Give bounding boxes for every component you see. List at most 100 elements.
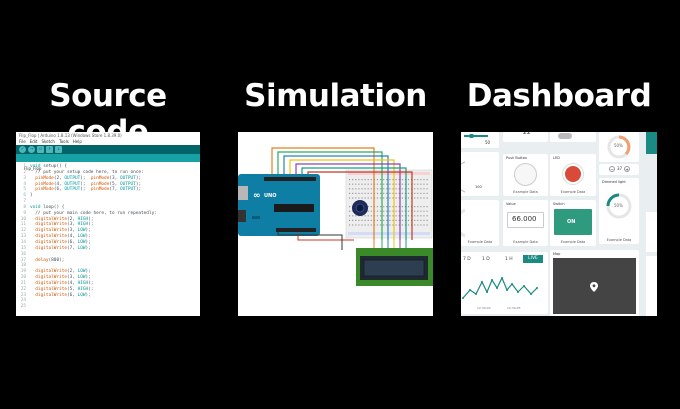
arduino-ide-screenshot: Flip_Flop | Arduino 1.8.13 (Windows Stor… [16,132,200,316]
potentiometer[interactable] [352,200,368,216]
chart-tick-1: 12:30:00 [477,306,491,310]
code-text: digitalWrite(6, LOW); [35,292,91,298]
line-number: 7 [23,199,26,205]
tab-flip-flop[interactable]: Flip_Flop [19,165,47,172]
code-text: delay(800); [35,257,65,263]
menu-sketch[interactable]: Sketch [41,139,55,144]
open-icon[interactable]: ↑ [46,146,53,153]
push-button-card: Push Button Example Data [503,154,548,196]
line-number: 22 [20,286,26,292]
dimmed-light-label: Dimmed light [602,180,626,184]
code-line: 9 // put your main code here, to run rep… [16,211,200,217]
chart-tick-2: 12:30:05 [507,306,521,310]
verify-icon[interactable]: ✓ [19,146,26,153]
heading-simulation: Simulation [244,78,427,114]
code-text: pinMode(6, OUTPUT); pinMode(7, OUTPUT); [35,187,142,193]
ide-menu-bar: File Edit Sketch Tools Help [16,139,200,145]
left-mid-footer: Example Data [467,240,493,244]
time-tabs-card: 7 D 1 D 1 H LIVE 12:30:00 12:30:05 [461,252,548,314]
ide-window-title: Flip_Flop | Arduino 1.8.13 (Windows Stor… [16,132,200,139]
menu-file[interactable]: File [19,139,26,144]
code-line: 15 digitalWrite(7, LOW); [16,246,200,252]
code-line: 6} [16,193,200,199]
iot-dashboard: 50 22 50% 100 Push Button Example Data L… [461,132,657,316]
svg-text:UNO: UNO [264,193,277,199]
slider-card: 50 [461,132,499,148]
code-line: 5 pinMode(6, OUTPUT); pinMode(7, OUTPUT)… [16,187,200,193]
new-icon[interactable]: ▫ [37,146,44,153]
switch-button[interactable] [554,209,592,235]
code-line: 13 digitalWrite(4, LOW); [16,234,200,240]
menu-tools[interactable]: Tools [58,139,69,144]
code-line: 2 // put your setup code here, to run on… [16,170,200,176]
code-line: 7 [16,199,200,205]
top-value: 22 [523,132,531,136]
code-text: digitalWrite(5, HIGH); [35,286,94,292]
line-number: 4 [23,181,26,187]
line-number: 3 [23,175,26,181]
code-line: 11 digitalWrite(3, HIGH); [16,222,200,228]
code-text: digitalWrite(6, LOW); [35,239,91,245]
code-text: digitalWrite(2, HIGH); [35,216,94,222]
value-card-footer: Example Data [513,240,538,244]
tab-1h[interactable]: 1 H [505,257,513,262]
line-number: 16 [20,251,26,257]
toggle-switch[interactable] [558,133,572,139]
left-mid-card: Example Data [461,200,499,246]
code-line: 4 pinMode(4, OUTPUT); pinMode(5, OUTPUT)… [16,182,200,188]
tab-live[interactable]: LIVE [523,255,543,263]
code-line: 25 [16,304,200,310]
line-number: 2 [23,169,26,175]
upload-icon[interactable]: → [28,146,35,153]
wires-top [271,147,413,240]
value-card-label: Value [506,202,516,206]
line-chart [462,276,538,299]
code-text: pinMode(2, OUTPUT); pinMode(3, OUTPUT); [35,175,142,181]
switch-label: Switch [553,202,565,206]
push-button[interactable] [514,163,537,186]
tab-7d[interactable]: 7 D [463,257,471,262]
side-card-bottom [646,256,657,316]
ide-tab-bar: Flip_Flop [16,154,200,172]
value-card-value: 66.000 [512,215,537,223]
code-text: // put your setup code here, to run once… [30,169,144,175]
switch-footer: Example Data [560,240,586,244]
stepper-plus-icon[interactable]: + [624,166,630,172]
left-value: 100 [475,185,482,189]
line-number: 17 [20,257,26,263]
menu-help[interactable]: Help [72,139,82,144]
gauge-value: 50% [614,143,623,148]
value-top-card: 22 [503,132,548,142]
led-card: LED Example Data [550,154,596,196]
code-text: pinMode(4, OUTPUT); pinMode(5, OUTPUT); [35,181,142,187]
circuit-simulation: ∞ UNO [238,132,433,316]
arduino-uno-board[interactable]: ∞ UNO [238,174,320,236]
code-line: 23 digitalWrite(6, LOW); [16,293,200,299]
line-number: 12 [20,228,26,234]
save-icon[interactable]: ↓ [55,146,62,153]
code-line: 14 digitalWrite(6, LOW); [16,240,200,246]
lcd-display[interactable] [356,248,433,286]
line-number: 1 [23,164,26,169]
stepper-minus-icon[interactable]: − [609,166,615,172]
line-number: 21 [20,280,26,286]
push-button-footer: Example Data [513,190,538,194]
slider-handle[interactable] [469,133,474,138]
dimmed-light-value: 50% [614,203,623,208]
line-number: 15 [20,245,26,251]
toggle-top-card [550,132,596,142]
slider-value: 50 [485,140,491,145]
line-number: 9 [23,210,26,216]
code-text: digitalWrite(3, HIGH); [35,222,94,228]
side-card [646,212,657,252]
map-card: Map [550,250,639,316]
map-pin-icon [590,282,598,292]
menu-edit[interactable]: Edit [29,139,38,144]
tab-1d[interactable]: 1 D [482,257,490,262]
line-number: 18 [20,263,26,269]
switch-card: Switch ON Example Data [550,200,596,246]
line-number: 13 [20,234,26,240]
map-label: Map [553,252,561,256]
